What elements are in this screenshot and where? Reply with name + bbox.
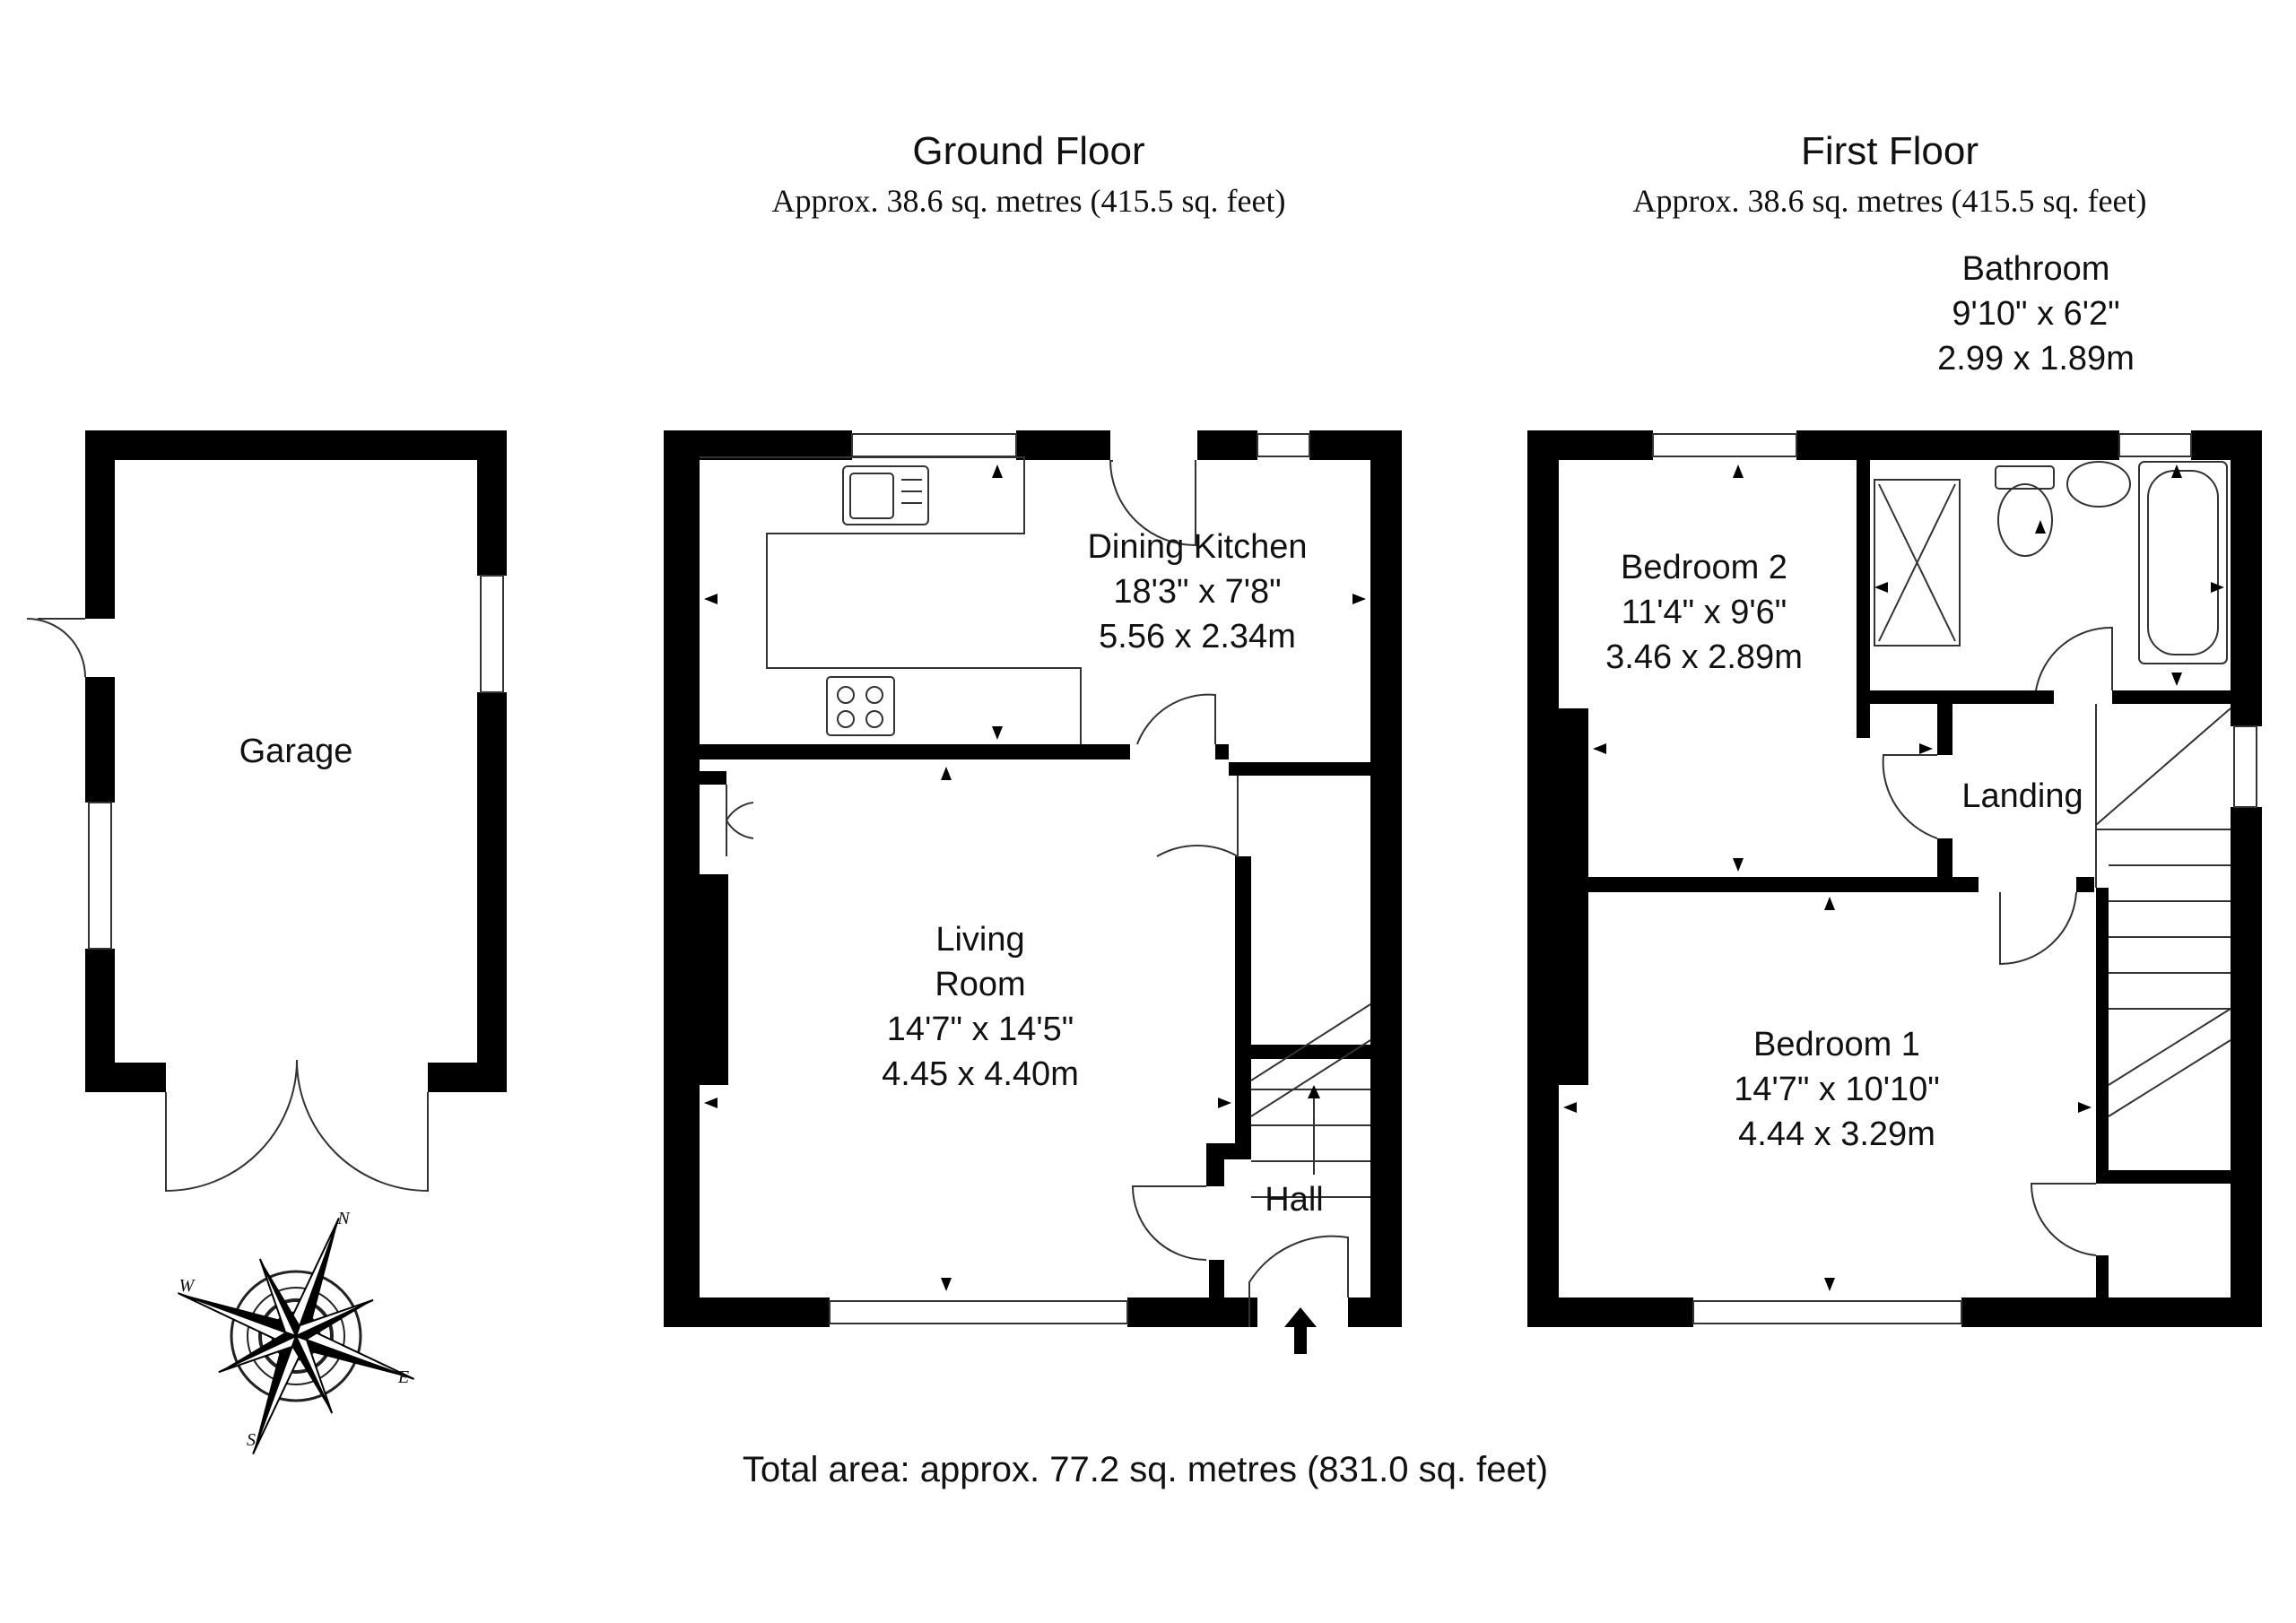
living-room-name-2: Room [935, 966, 1025, 1003]
ground-stairs [1250, 1003, 1371, 1198]
living-room-imperial: 14'7" x 14'5" [887, 1011, 1074, 1048]
living-room-metric: 4.45 x 4.40m [882, 1055, 1079, 1093]
bathroom-name: Bathroom [1962, 250, 2110, 288]
first-floor-area: Approx. 38.6 sq. metres (415.5 sq. feet) [1633, 183, 2147, 219]
first-stairs [2095, 704, 2231, 1117]
compass-west: W [179, 1276, 196, 1296]
bedroom2-imperial: 11'4" x 9'6" [1622, 594, 1787, 631]
bedroom1-imperial: 14'7" x 10'10" [1734, 1071, 1940, 1108]
dining-kitchen-name: Dining Kitchen [1087, 528, 1307, 566]
compass-east: E [397, 1367, 409, 1387]
living-room-name-1: Living [935, 921, 1024, 959]
bedroom2-metric: 3.46 x 2.89m [1605, 638, 1803, 676]
entrance-arrow-icon [1284, 1307, 1317, 1354]
garage-plan [26, 430, 507, 1193]
bedroom1-metric: 4.44 x 3.29m [1738, 1115, 1935, 1153]
first-floor-plan [1527, 430, 2262, 1327]
bathroom-metric: 2.99 x 1.89m [1937, 340, 2135, 378]
ground-floor-plan [664, 430, 1402, 1354]
ground-floor-area: Approx. 38.6 sq. metres (415.5 sq. feet) [772, 183, 1286, 219]
compass-rose-icon [178, 1218, 414, 1454]
compass-north: N [336, 1209, 351, 1228]
first-floor-title: First Floor [1801, 129, 1979, 173]
garage-label: Garage [239, 733, 353, 770]
hall-label: Hall [1265, 1181, 1323, 1219]
total-area: Total area: approx. 77.2 sq. metres (831… [743, 1450, 1548, 1489]
dining-kitchen-metric: 5.56 x 2.34m [1099, 618, 1296, 655]
compass-south: S [247, 1430, 256, 1450]
bedroom2-name: Bedroom 2 [1621, 549, 1787, 586]
ground-floor-title: Ground Floor [912, 129, 1144, 173]
bedroom1-name: Bedroom 1 [1753, 1026, 1920, 1063]
dining-kitchen-imperial: 18'3" x 7'8" [1113, 573, 1281, 611]
landing-label: Landing [1961, 777, 2083, 815]
bathroom-imperial: 9'10" x 6'2" [1952, 295, 2119, 333]
